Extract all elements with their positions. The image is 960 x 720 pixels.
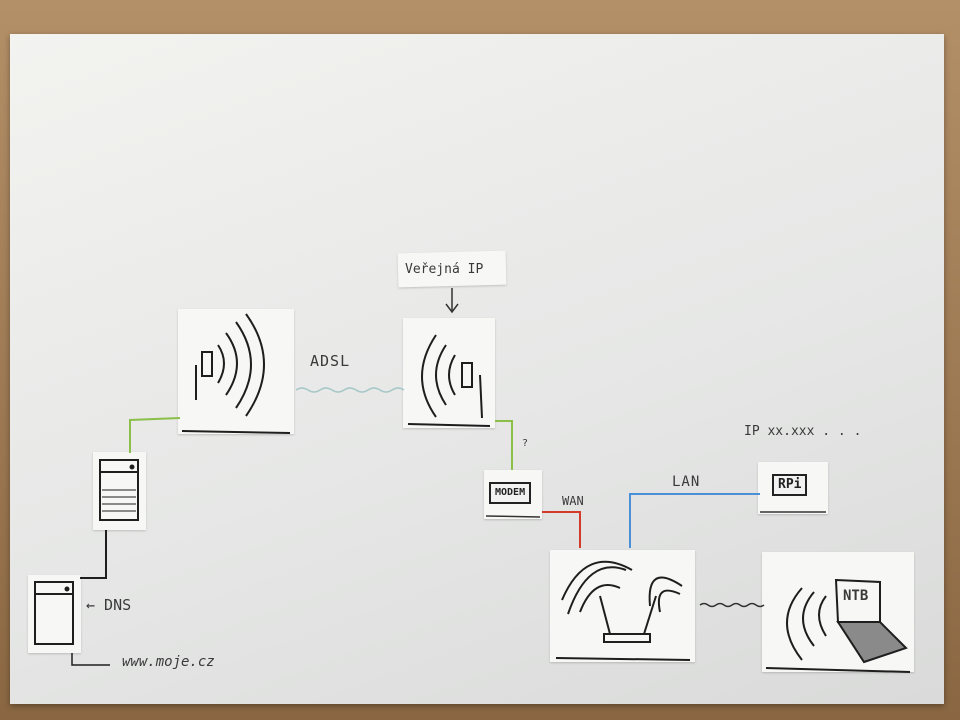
url-label: www.moje.cz: [122, 654, 215, 670]
notebook-icon: [765, 578, 911, 673]
blue-link-lan: [629, 493, 760, 548]
server-icon-upper: [99, 459, 139, 521]
adsl-wireless-link: [295, 387, 405, 393]
antenna-icon-left: [181, 313, 291, 434]
adsl-label: ADSL: [310, 352, 351, 370]
server-connection: [80, 530, 107, 579]
wifi-wireless-link: [699, 602, 765, 608]
verejna-ip-label: Veřejná IP: [405, 262, 484, 277]
red-link-wan: [542, 511, 581, 548]
modem-label: MODEM: [489, 482, 532, 504]
ip-note-label: IP xx.xxx . . .: [744, 424, 862, 439]
wan-label: WAN: [562, 494, 584, 508]
antenna-icon-right: [407, 334, 491, 427]
green-link-antenna-modem: [495, 420, 513, 470]
url-line: [71, 653, 110, 666]
rpi-label: RPi: [772, 474, 808, 496]
lan-label: LAN: [672, 474, 701, 490]
server-icon-lower: [34, 581, 74, 645]
question-mark: ?: [522, 438, 529, 449]
green-link-server-antenna: [129, 417, 181, 453]
ntb-label: NTB: [843, 588, 869, 604]
dns-label: ← DNS: [86, 596, 132, 614]
router-icon: [555, 560, 691, 661]
modem-underline: [485, 515, 541, 518]
down-arrow-icon: [445, 288, 459, 314]
